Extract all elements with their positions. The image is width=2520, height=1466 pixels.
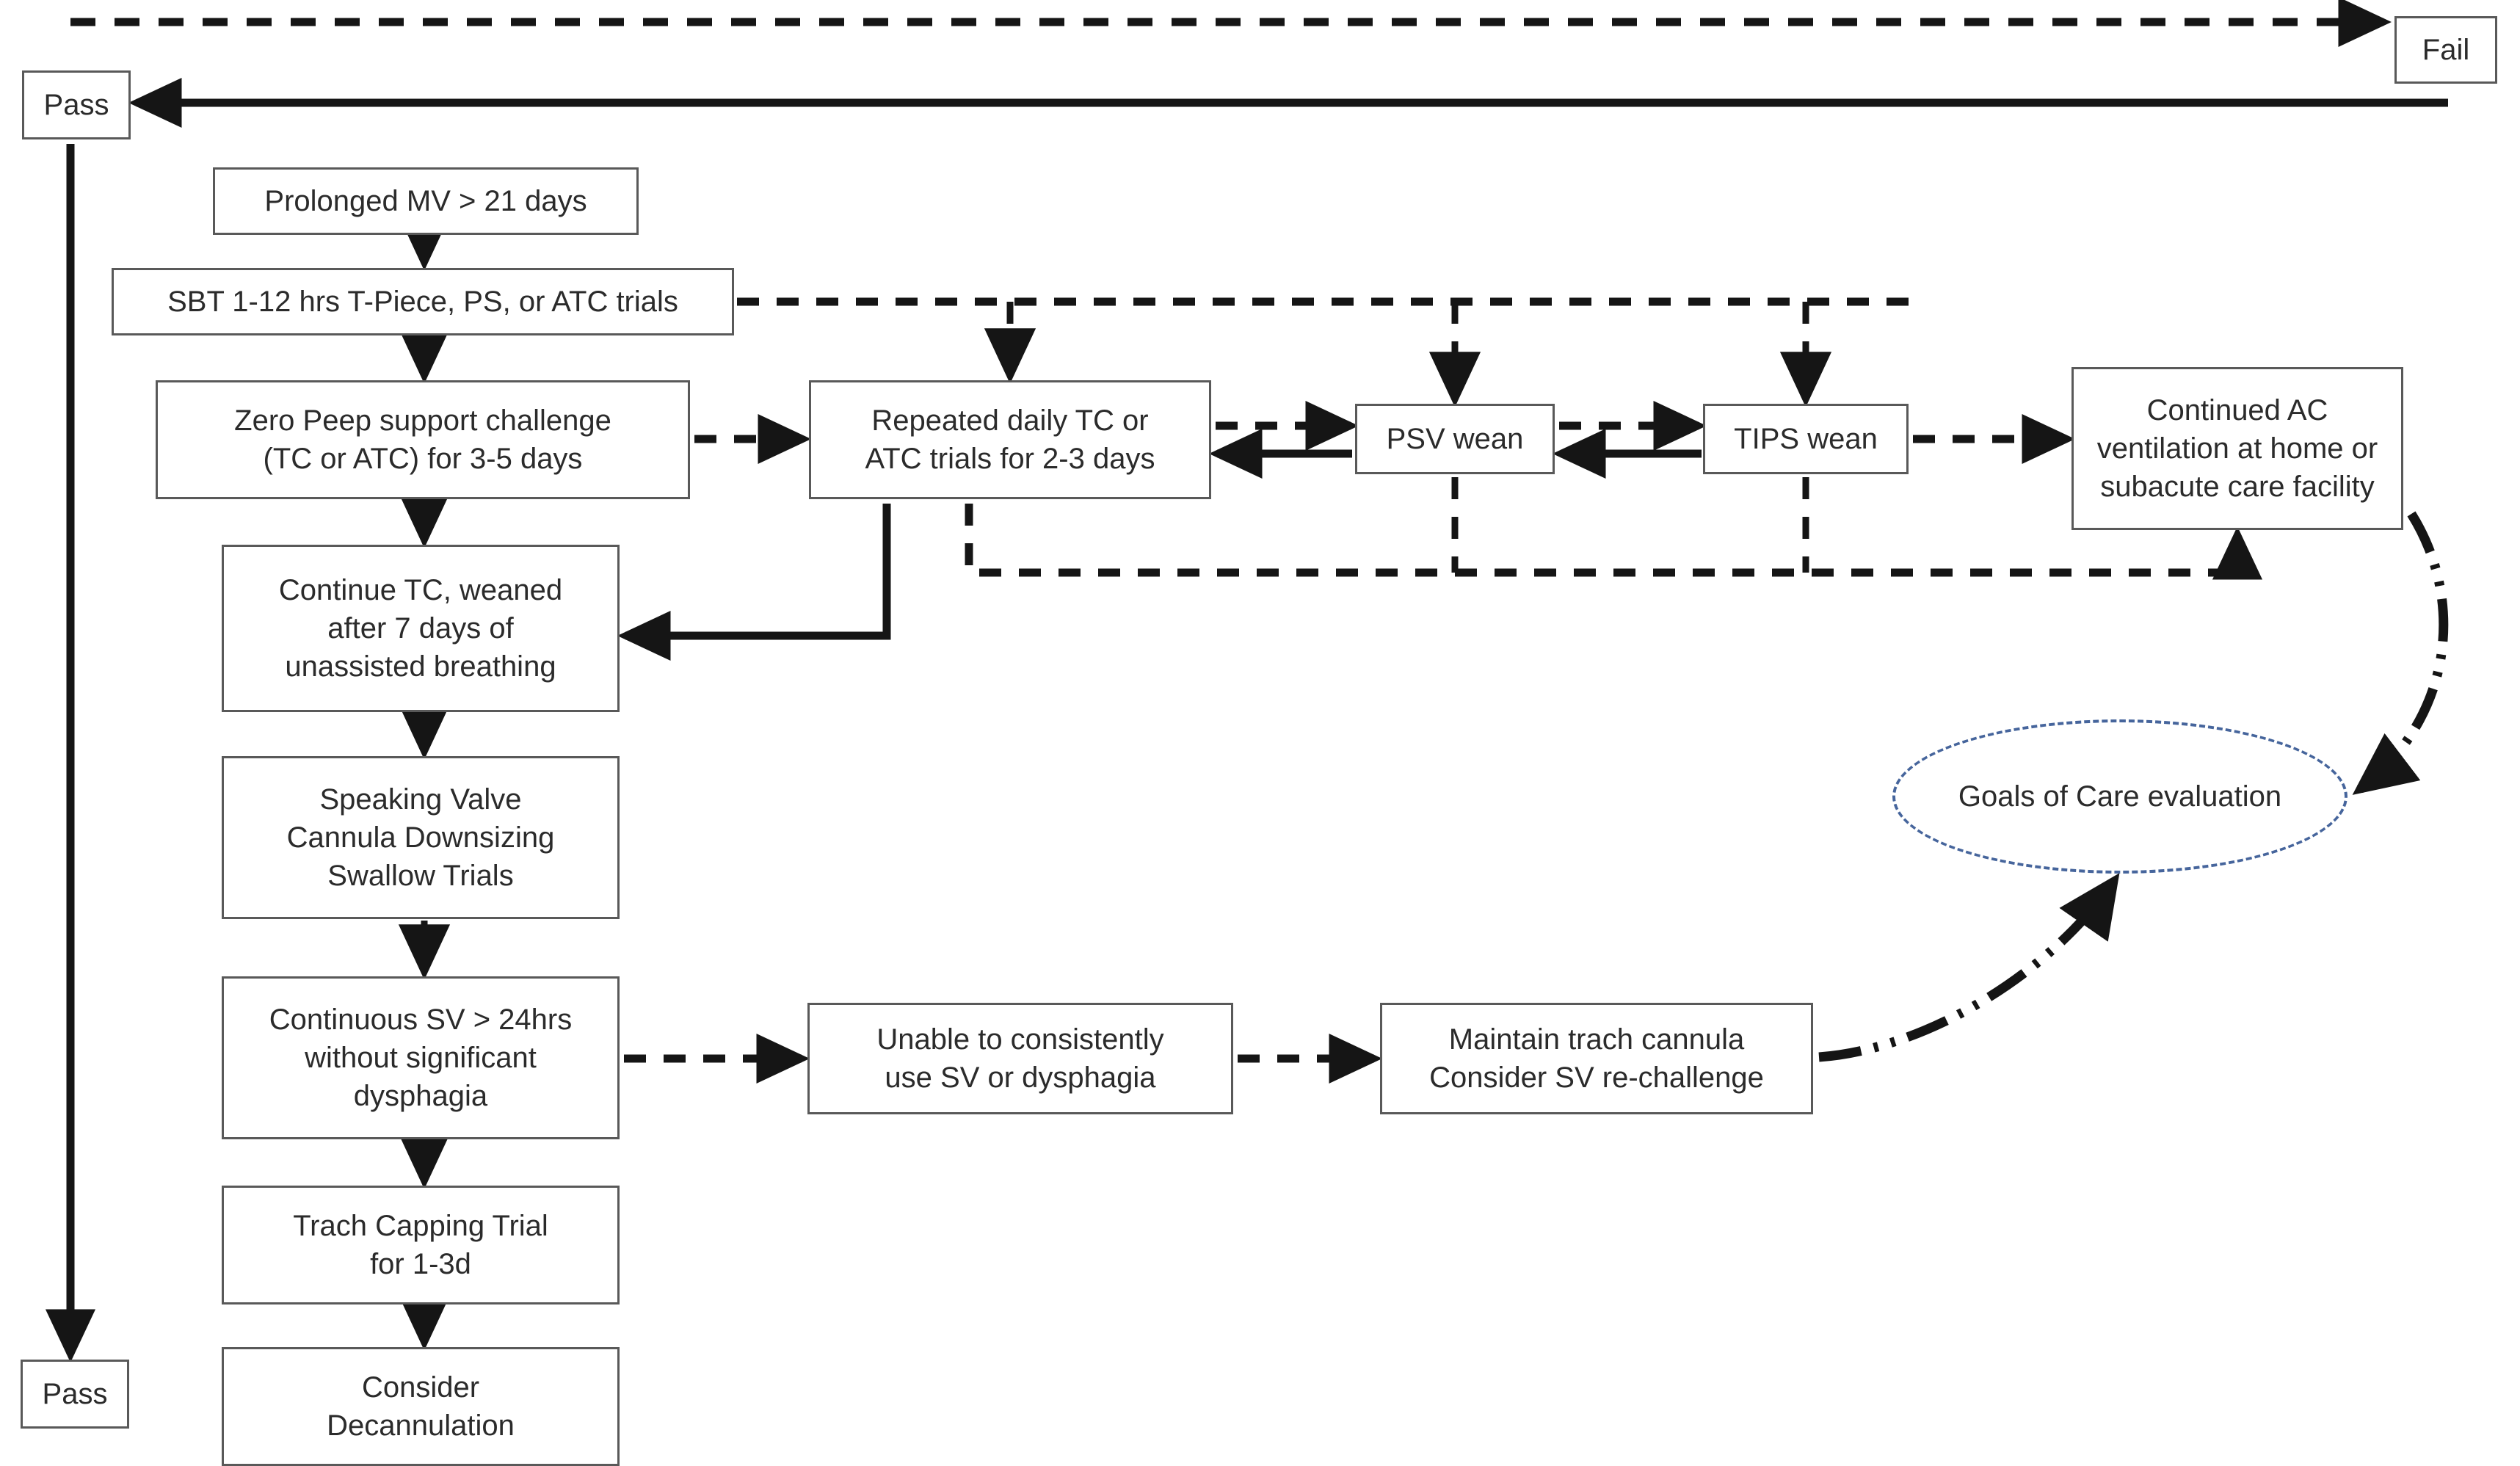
node-zero-peep[interactable]: Zero Peep support challenge (TC or ATC) … (156, 380, 690, 499)
node-label: Repeated daily TC or ATC trials for 2-3 … (865, 404, 1155, 475)
node-label: Zero Peep support challenge (TC or ATC) … (234, 404, 611, 475)
node-continued-ac[interactable]: Continued AC ventilation at home or suba… (2071, 367, 2403, 530)
node-psv-wean[interactable]: PSV wean (1355, 404, 1555, 474)
node-goals-of-care[interactable]: Goals of Care evaluation (1892, 719, 2347, 874)
node-label: TIPS wean (1734, 423, 1878, 455)
node-label: Goals of Care evaluation (1958, 780, 2282, 813)
node-label: Pass (42, 1378, 108, 1410)
node-label: Maintain trach cannula Consider SV re-ch… (1429, 1023, 1764, 1094)
node-label: PSV wean (1386, 423, 1524, 455)
node-label: Fail (2422, 34, 2470, 66)
node-continue-tc[interactable]: Continue TC, weaned after 7 days of unas… (222, 545, 620, 712)
node-label: Pass (43, 89, 109, 121)
node-label: Consider Decannulation (327, 1371, 515, 1442)
node-unable-sv[interactable]: Unable to consistently use SV or dysphag… (807, 1003, 1233, 1114)
node-label: Continue TC, weaned after 7 days of unas… (278, 574, 563, 683)
node-speaking-valve[interactable]: Speaking Valve Cannula Downsizing Swallo… (222, 756, 620, 919)
edge-maintain-to-goals (1818, 873, 2120, 1062)
node-prolonged-mv[interactable]: Prolonged MV > 21 days (213, 167, 639, 235)
node-consider-decannulation[interactable]: Consider Decannulation (222, 1347, 620, 1466)
node-tips-wean[interactable]: TIPS wean (1703, 404, 1909, 474)
edge-repeated-to-continue-tc (617, 504, 891, 661)
node-pass-top[interactable]: Pass (22, 70, 131, 139)
node-repeated-daily[interactable]: Repeated daily TC or ATC trials for 2-3 … (809, 380, 1211, 499)
node-label: SBT 1-12 hrs T-Piece, PS, or ATC trials (167, 286, 678, 318)
edge-ac-to-goals (2352, 511, 2449, 795)
node-sbt[interactable]: SBT 1-12 hrs T-Piece, PS, or ATC trials (112, 268, 734, 335)
node-fail[interactable]: Fail (2394, 16, 2497, 84)
node-pass-bottom[interactable]: Pass (21, 1360, 129, 1429)
node-label: Speaking Valve Cannula Downsizing Swallo… (286, 783, 555, 892)
node-label: Continuous SV > 24hrs without significan… (269, 1004, 573, 1112)
edge-bottom-rail-to-ac (965, 504, 2263, 580)
node-label: Continued AC ventilation at home or suba… (2096, 394, 2378, 503)
node-continuous-sv[interactable]: Continuous SV > 24hrs without significan… (222, 976, 620, 1139)
node-label: Trach Capping Trial for 1-3d (293, 1210, 548, 1280)
node-trach-capping[interactable]: Trach Capping Trial for 1-3d (222, 1186, 620, 1304)
node-maintain-trach[interactable]: Maintain trach cannula Consider SV re-ch… (1380, 1003, 1813, 1114)
node-label: Unable to consistently use SV or dysphag… (876, 1023, 1164, 1094)
node-label: Prolonged MV > 21 days (264, 185, 587, 217)
